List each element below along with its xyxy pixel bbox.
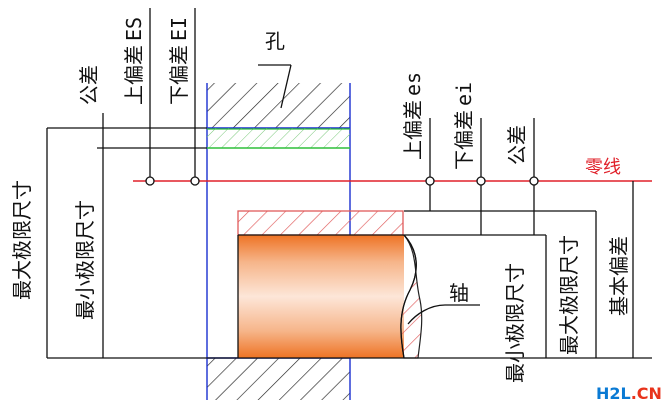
hole-tolerance-zone xyxy=(207,128,350,149)
leader-lines xyxy=(258,64,480,325)
basic-deviation-label: 基本偏差 xyxy=(607,236,631,316)
lower-deviation-shaft-label: 下偏差ei xyxy=(452,82,476,170)
upper-deviation-hole-label: 上偏差ES xyxy=(122,17,146,105)
max-limit-size-hole-label: 最大极限尺寸 xyxy=(10,180,34,300)
leader-dots xyxy=(145,176,539,186)
max-limit-size-shaft-label: 最大极限尺寸 xyxy=(557,235,581,355)
watermark-logo: H2L.CN xyxy=(596,384,662,403)
shaft xyxy=(237,210,423,359)
reference-lines xyxy=(47,127,652,359)
hole-label: 孔 xyxy=(265,29,285,53)
tolerance-hole-label: 公差 xyxy=(77,65,101,105)
tolerance-shaft-label: 公差 xyxy=(505,125,529,165)
min-limit-size-shaft-label: 最小极限尺寸 xyxy=(503,263,527,383)
min-limit-size-hole-label: 最小极限尺寸 xyxy=(73,200,97,320)
shaft-label: 轴 xyxy=(449,281,469,305)
lower-deviation-hole-label: 下偏差EI xyxy=(167,17,191,105)
dimension-lines xyxy=(46,8,634,358)
upper-deviation-shaft-label: 上偏差es xyxy=(401,72,425,160)
hole-wall xyxy=(206,83,351,400)
zero-line-label: 零线 xyxy=(585,157,621,178)
